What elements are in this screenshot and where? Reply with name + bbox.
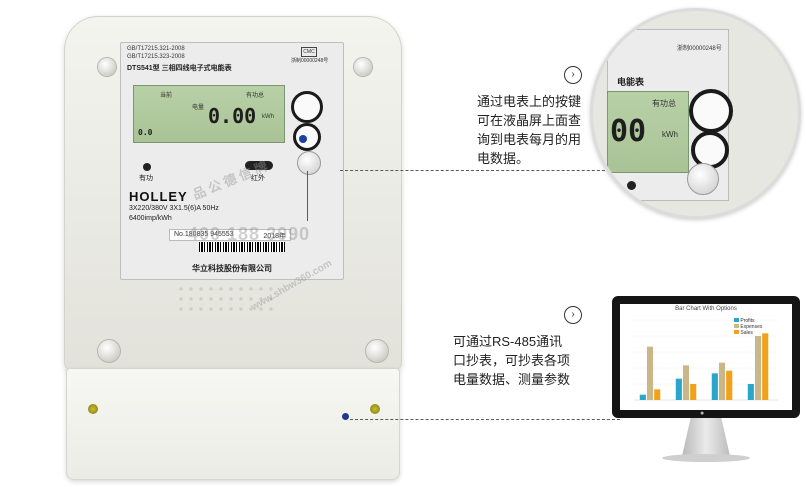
cover-screw-icon [98, 340, 120, 362]
active-indicator-label: 有功 [139, 175, 153, 182]
legend-swatch-icon [734, 318, 739, 322]
infrared-label: 红外 [251, 175, 265, 182]
feature1-line: 电数据。 [477, 151, 530, 166]
barcode-icon [199, 242, 285, 252]
callout-line-2 [350, 419, 620, 420]
legend-swatch-icon [734, 324, 739, 328]
manufacture-year: 2018年 [263, 233, 286, 240]
chart-bar [675, 378, 682, 400]
feature-description-1: 通过电表上的按键 可在液晶屏上面查 询到电表每月的用 电数据。 [477, 92, 607, 168]
pulse-led-icon [143, 163, 151, 171]
housing-screw-icon [98, 58, 116, 76]
rs485-port-icon [342, 413, 349, 420]
cmc-logo-icon: CMC [301, 47, 317, 57]
chart-bar [754, 336, 762, 400]
chart-bar [654, 389, 661, 400]
lcd-label-current: 当前 [160, 93, 173, 99]
legend-sales: Sales [740, 330, 753, 336]
page-button[interactable] [293, 123, 321, 151]
chart-bar [747, 384, 754, 400]
chart-bar [639, 394, 646, 400]
chart-title: Bar Chart With Options [675, 306, 737, 312]
zoom-led-icon [627, 181, 636, 190]
standard-label-1: GB/T17215.321-2008 [127, 46, 185, 52]
callout-line-1 [340, 170, 620, 171]
display-button[interactable] [291, 91, 323, 123]
computer-monitor: Bar Chart With Options Profits Expenses … [612, 296, 800, 418]
feature2-line: 可通过RS-485通讯 [453, 334, 563, 349]
lcd-label-total: 有功总 [246, 93, 265, 99]
chart-bar [690, 384, 697, 400]
monitor-base [662, 454, 750, 462]
monitor-stand [682, 418, 730, 456]
bar-chart [634, 319, 778, 401]
standard-label-2: GB/T17215.323-2008 [127, 54, 185, 60]
lcd-reading: 0.00 [208, 104, 257, 128]
seal-wire [307, 171, 308, 221]
vent-holes [176, 284, 276, 314]
chart-bar [682, 365, 690, 400]
zoom-lcd-display: 有功总 00 kWh [607, 91, 689, 173]
zoom-lcd-label: 电能表 [617, 77, 645, 87]
seal-icon [297, 151, 321, 175]
chevron-right-icon: › [564, 306, 582, 324]
terminal-screw-icon [88, 404, 98, 414]
zoom-detail-circle: 电能表 浙制00000248号 有功总 00 kWh [590, 8, 801, 219]
apple-logo-icon: ● [700, 410, 705, 417]
cover-screw-icon [366, 340, 388, 362]
chevron-right-icon: › [564, 66, 582, 84]
serial-plate: No.180835 945553 2018年 [169, 229, 291, 241]
model-label: DTS541型 三相四线电子式电能表 [127, 65, 232, 72]
chart-bar [711, 373, 718, 400]
lcd-label-energy: 电量 [192, 105, 205, 111]
chart-bar [762, 333, 769, 400]
blue-dot-icon [299, 135, 307, 143]
zoom-cert-code: 浙制00000248号 [677, 46, 722, 52]
feature1-line: 通过电表上的按键 [477, 94, 582, 109]
terminal-cover [66, 368, 400, 480]
housing-screw-icon [354, 58, 372, 76]
serial-number: No.180835 945553 [174, 231, 234, 238]
company-name: 华立科技股份有限公司 [192, 264, 272, 273]
meter-faceplate: GB/T17215.321-2008 GB/T17215.323-2008 DT… [120, 42, 344, 280]
zoom-lcd-reading: 00 [610, 114, 647, 149]
lcd-display: 当前 有功总 电量 0.00 kWh 0.0 [133, 85, 285, 143]
watermark-line-2: 400 188 3090 [188, 224, 311, 244]
legend-profits: Profits [740, 318, 755, 324]
electric-meter: GB/T17215.321-2008 GB/T17215.323-2008 DT… [58, 10, 408, 482]
feature-description-2: 可通过RS-485通讯 口抄表，可抄表各项 电量数据、测量参数 [453, 332, 613, 389]
chart-bar [726, 370, 733, 400]
legend-expenses: Expenses [740, 324, 763, 330]
lcd-unit: kWh [262, 114, 274, 120]
feature1-line: 询到电表每月的用 [477, 132, 582, 147]
zoom-display-button [689, 89, 733, 133]
feature2-line: 电量数据、测量参数 [453, 372, 571, 387]
chart-legend: Profits Expenses Sales [734, 318, 774, 336]
spec-label: 3X220/380V 3X1.5(6)A 50Hz [129, 205, 219, 212]
lcd-small-reading: 0.0 [138, 128, 153, 137]
brand-logo: HOLLEY [129, 189, 188, 204]
cert-code: 浙制00000248号 [291, 58, 329, 64]
legend-swatch-icon [734, 330, 739, 334]
terminal-screw-icon [370, 404, 380, 414]
chart-bar [646, 346, 654, 400]
constant-label: 6400imp/kWh [129, 215, 172, 222]
zoom-lcd-total: 有功总 [652, 99, 676, 108]
zoom-lcd-unit: kWh [662, 130, 678, 139]
feature1-line: 可在液晶屏上面查 [477, 113, 582, 128]
monitor-screen: Bar Chart With Options Profits Expenses … [620, 304, 792, 410]
chart-bar [718, 362, 726, 400]
feature2-line: 口抄表，可抄表各项 [453, 353, 571, 368]
zoom-seal-icon [687, 163, 719, 195]
infrared-port-icon [245, 161, 273, 170]
